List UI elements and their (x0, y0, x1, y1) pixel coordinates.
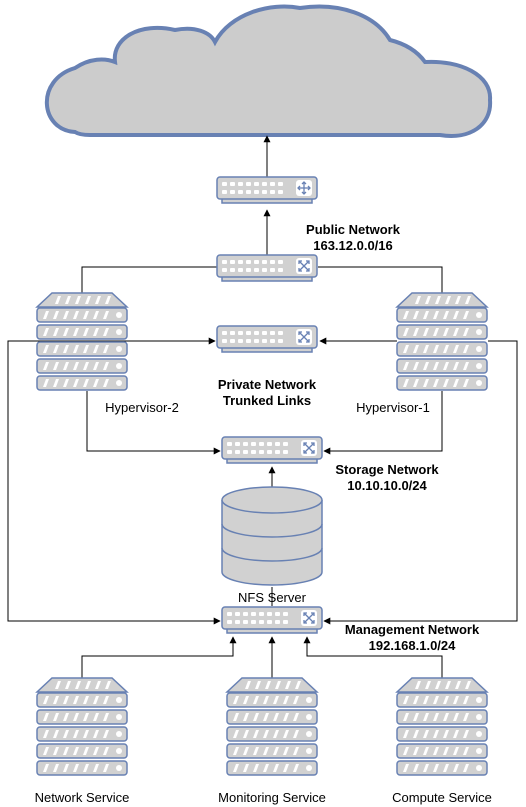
management-network-subnet: 192.168.1.0/24 (369, 638, 457, 653)
cloud-icon (44, 4, 493, 138)
hv1-storage-link (323, 391, 443, 455)
router-icon (217, 177, 317, 203)
private-network-label: Private Network (218, 377, 317, 392)
nfs-database-icon (221, 486, 323, 586)
private-network-sub-label: Trunked Links (223, 393, 311, 408)
hypervisor-1-rack-icon (396, 292, 488, 391)
compute-service-rack-icon (396, 677, 488, 776)
hv2-public-link (81, 266, 217, 293)
network-service-rack-icon (36, 677, 128, 776)
storage-switch-icon (222, 437, 322, 463)
hypervisor-1-label: Hypervisor-1 (356, 400, 430, 415)
hv1-management-link (323, 340, 518, 625)
storage-network-label: Storage Network (335, 462, 439, 477)
monitoring-service-rack-icon (226, 677, 318, 776)
compute-service-label: Compute Service (392, 790, 492, 805)
hypervisor-2-rack-icon (36, 292, 128, 391)
hv1-public-link (318, 266, 443, 293)
network-service-label: Network Service (35, 790, 130, 805)
network-service-management-link (81, 636, 237, 678)
hv2-storage-link (86, 391, 221, 455)
nfs-server-label: NFS Server (238, 590, 307, 605)
public-network-subnet: 163.12.0.0/16 (313, 238, 393, 253)
public-switch-icon (217, 255, 317, 281)
hypervisor-2-label: Hypervisor-2 (105, 400, 179, 415)
hv2-management-link (7, 340, 221, 625)
public-network-label: Public Network (306, 222, 401, 237)
connectors (7, 135, 518, 678)
management-switch-icon (222, 607, 322, 633)
monitoring-service-label: Monitoring Service (218, 790, 326, 805)
compute-service-management-link (303, 636, 443, 678)
private-switch-icon (217, 326, 317, 352)
management-network-label: Management Network (345, 622, 480, 637)
storage-network-subnet: 10.10.10.0/24 (347, 478, 427, 493)
